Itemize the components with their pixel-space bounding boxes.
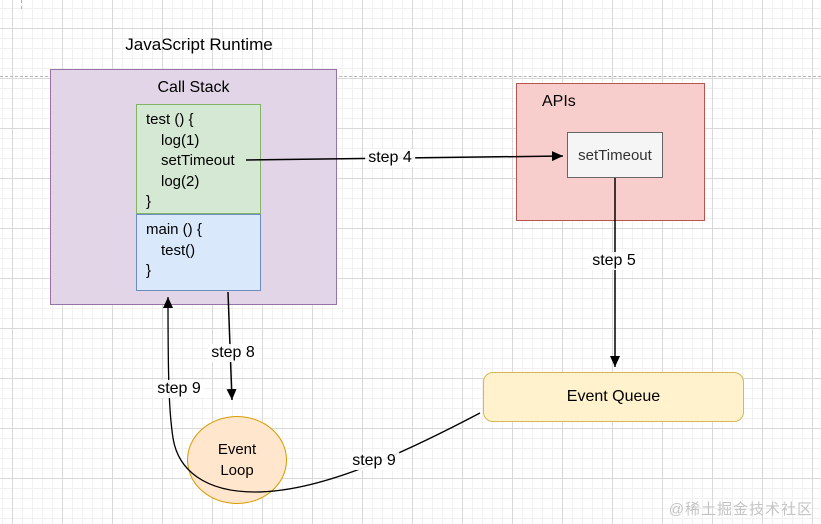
edge-label-step4: step 4 — [365, 149, 415, 167]
code-line: } — [146, 262, 152, 279]
apis-label: APIs — [542, 93, 576, 110]
page-boundary-horizontal — [0, 76, 821, 77]
edge-label-step5: step 5 — [589, 252, 639, 270]
stack-frame-main[interactable]: main () { test() } — [136, 214, 261, 291]
event-queue-label: Event Queue — [566, 388, 661, 405]
code-line: test() — [161, 241, 196, 259]
event-loop-label-line1: Event — [217, 441, 257, 458]
watermark: @稀土掘金技术社区 — [668, 501, 813, 518]
code-line: setTimeout — [161, 152, 235, 169]
edge-label-step8: step 8 — [208, 344, 258, 362]
event-loop-node[interactable]: Event Loop — [187, 416, 287, 504]
edge-label-step9-right: step 9 — [349, 452, 399, 470]
event-loop-label-line2: Loop — [220, 462, 254, 479]
diagram-title: JavaScript Runtime — [125, 35, 273, 54]
code-line: } — [146, 193, 152, 210]
code-line: test () { — [146, 111, 194, 128]
code-line: log(2) — [161, 172, 200, 190]
stack-frame-test[interactable]: test () { log(1) setTimeout log(2) } — [136, 104, 261, 214]
code-line: main () { — [146, 221, 202, 238]
code-line: log(1) — [161, 131, 200, 149]
page-boundary-vertical — [21, 0, 22, 9]
call-stack-label: Call Stack — [157, 79, 230, 96]
edge-label-step9-left: step 9 — [154, 380, 204, 398]
settimeout-label: setTimeout — [578, 146, 652, 164]
event-queue-node[interactable]: Event Queue — [483, 372, 744, 422]
settimeout-node[interactable]: setTimeout — [567, 132, 663, 178]
